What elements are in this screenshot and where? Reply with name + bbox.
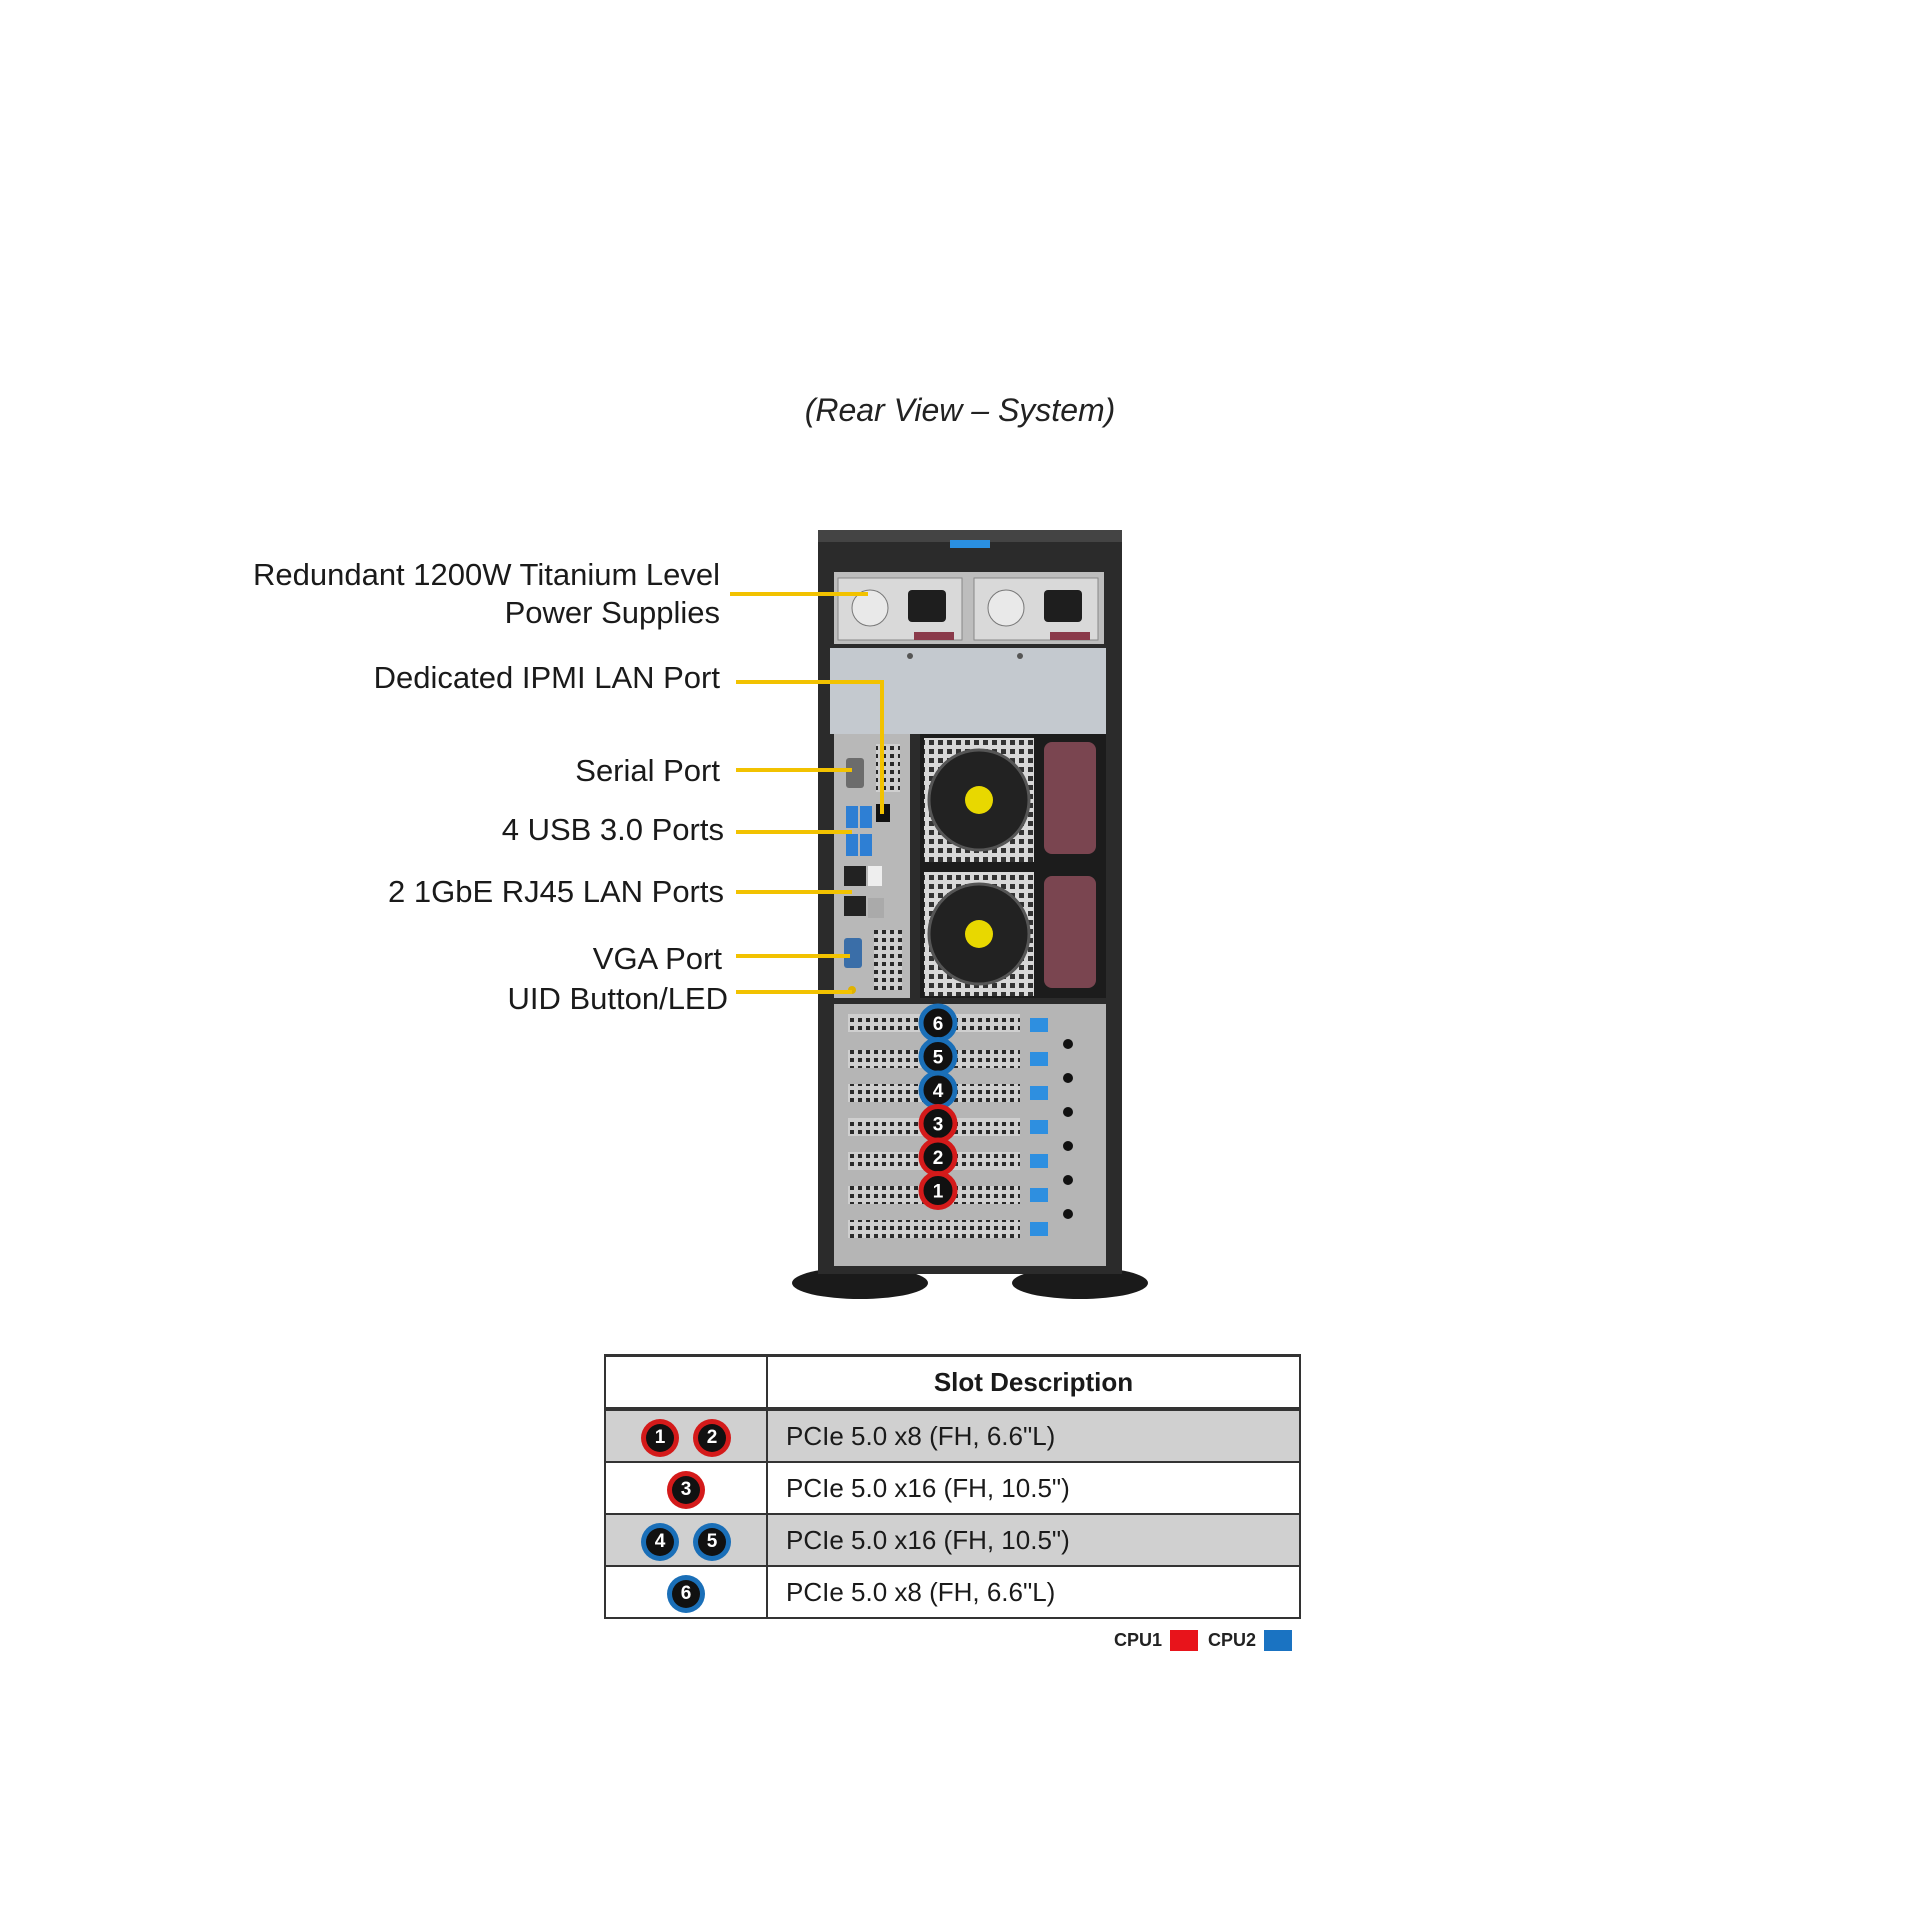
chassis-top-indicator xyxy=(950,540,990,548)
figure-caption: (Rear View – System) xyxy=(804,392,1116,428)
callout-uid-label: UID Button/LED xyxy=(507,981,728,1016)
callout-psu-label: Redundant 1200W Titanium Level Power Sup… xyxy=(253,556,720,632)
chassis-slot-number-2: 2 xyxy=(933,1148,944,1169)
power-supply-bay xyxy=(834,572,1104,644)
chassis-slot-number-6: 6 xyxy=(933,1014,944,1035)
callout-vga-label: VGA Port xyxy=(592,941,722,976)
expansion-slot-area xyxy=(834,1004,1106,1266)
slot-badges-cell: 6 xyxy=(604,1565,768,1619)
slot-description: PCIe 5.0 x8 (FH, 6.6"L) xyxy=(766,1565,1301,1619)
chassis-slot-badge-1 xyxy=(918,1171,958,1210)
vga-port xyxy=(844,938,862,968)
chassis-slot-number-4: 4 xyxy=(933,1081,944,1102)
chassis-slot-badges: 6 5 4 3 2 1 xyxy=(918,1003,958,1210)
usb-port-3 xyxy=(846,834,858,856)
slot-badge: 2 xyxy=(698,1423,726,1452)
slot-badge: 3 xyxy=(672,1475,700,1504)
foot-right xyxy=(1012,1267,1148,1299)
slot-badges-cell: 3 xyxy=(604,1461,768,1515)
cooling-fans xyxy=(920,734,1106,998)
slot-badge: 1 xyxy=(646,1423,674,1452)
slot-description: PCIe 5.0 x16 (FH, 10.5") xyxy=(766,1461,1301,1515)
chassis-slot-number-1: 1 xyxy=(933,1182,944,1203)
chassis-slot-number-5: 5 xyxy=(933,1048,944,1069)
callout-psu-text: Redundant 1200W Titanium Level Power Sup… xyxy=(252,557,720,630)
usb-port-4 xyxy=(860,834,872,856)
slot-badge: 4 xyxy=(646,1527,674,1556)
legend-cpu1-label: CPU1 xyxy=(1114,1630,1163,1650)
cpu-legend: CPU1 CPU2 xyxy=(1114,1630,1302,1651)
io-shield xyxy=(834,734,910,998)
slot-badge: 5 xyxy=(698,1527,726,1556)
table-row: 3 PCIe 5.0 x16 (FH, 10.5") xyxy=(604,1461,1301,1515)
table-header-slots xyxy=(604,1354,768,1411)
legend-cpu1-swatch xyxy=(1170,1630,1199,1651)
callout-serial-label: Serial Port xyxy=(575,753,720,788)
callout-lan-label: 2 1GbE RJ45 LAN Ports xyxy=(388,874,724,909)
lan-port-2 xyxy=(844,896,866,916)
table-header-description: Slot Description xyxy=(766,1354,1301,1411)
foot-left xyxy=(792,1267,928,1299)
legend-cpu2-label: CPU2 xyxy=(1208,1630,1257,1650)
slot-description: PCIe 5.0 x8 (FH, 6.6"L) xyxy=(766,1408,1301,1463)
serial-port xyxy=(846,758,864,788)
usb-port-2 xyxy=(860,806,872,828)
chassis-slot-number-3: 3 xyxy=(933,1115,944,1136)
lan-port-1 xyxy=(844,866,866,886)
table-row: 6 PCIe 5.0 x8 (FH, 6.6"L) xyxy=(604,1565,1301,1619)
callout-lines xyxy=(730,592,884,994)
legend-cpu2-swatch xyxy=(1264,1630,1293,1651)
callout-usb-label: 4 USB 3.0 Ports xyxy=(501,812,724,847)
usb-port-1 xyxy=(846,806,858,828)
slot-description: PCIe 5.0 x16 (FH, 10.5") xyxy=(766,1513,1301,1567)
callout-ipmi-label: Dedicated IPMI LAN Port xyxy=(373,660,720,695)
slot-badge: 6 xyxy=(672,1579,700,1608)
upper-panel xyxy=(830,648,1106,734)
callout-line-ipmi xyxy=(736,680,884,814)
